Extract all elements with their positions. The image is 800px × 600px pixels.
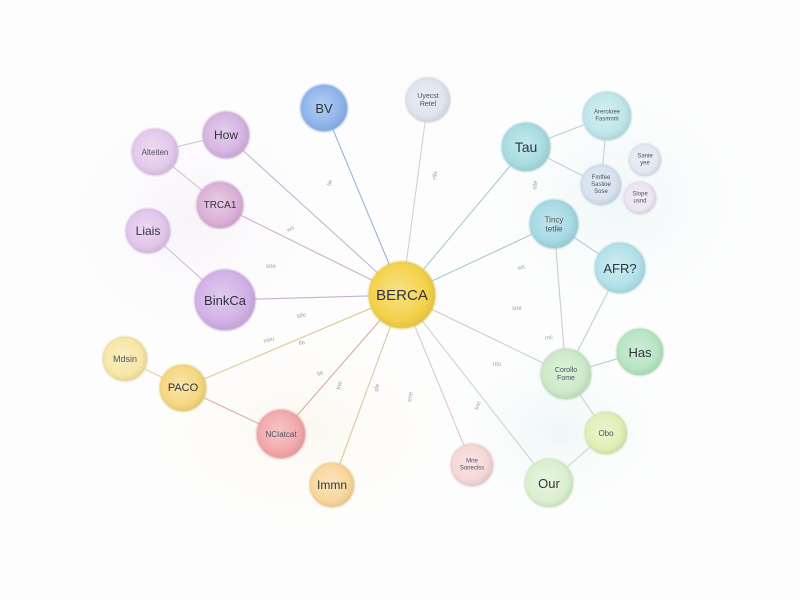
edge-label: rnc — [544, 335, 553, 342]
edge-labels-layer: ws lie rtfe sne stfe nsiu site ws sne lie tne sfe en… — [263, 170, 554, 411]
node-mdin[interactable]: Mdsin — [101, 335, 149, 383]
edge-label: sne — [266, 264, 276, 270]
node-label: BinkCa — [204, 293, 247, 308]
node-has[interactable]: Has — [615, 327, 665, 377]
node-circle — [300, 84, 348, 132]
node-circle — [623, 181, 657, 215]
background-wash — [40, 50, 790, 550]
node-trc[interactable]: TRCA1 — [195, 180, 245, 230]
node-circle — [529, 199, 579, 249]
node-label: How — [214, 128, 238, 142]
edge-label: stfe — [296, 312, 307, 320]
node-label: Liais — [136, 224, 161, 238]
edge-label: ws — [285, 225, 295, 234]
node-circle — [582, 91, 632, 141]
node-bv[interactable]: BV — [299, 83, 349, 133]
node-circle — [202, 111, 250, 159]
edge-label: site — [532, 179, 540, 190]
node-label: Immn — [317, 478, 347, 492]
node-label: BV — [315, 101, 333, 116]
node-circle — [580, 164, 622, 206]
edge-berca-our — [401, 294, 550, 484]
edge-berca-bv — [323, 107, 403, 296]
node-circle — [131, 128, 179, 176]
node-alt[interactable]: Alteiten — [130, 127, 180, 177]
node-bc[interactable]: BinkCa — [193, 268, 257, 332]
node-label: Has — [628, 345, 652, 360]
edge-label: nsiu — [263, 336, 275, 345]
node-afr[interactable]: AFR? — [593, 241, 647, 295]
node-how[interactable]: How — [201, 110, 251, 160]
node-circle — [196, 181, 244, 229]
node-circle — [584, 411, 628, 455]
edge-label: lie — [327, 179, 334, 187]
node-label: Our — [538, 476, 560, 491]
node-circle — [540, 348, 592, 400]
edge-label: sne — [512, 306, 522, 312]
node-label: TRCA1 — [204, 200, 237, 211]
edge-label: tle — [298, 340, 306, 347]
edge-label: tne — [336, 380, 344, 390]
edge-label: nlo — [493, 362, 502, 368]
edge-label: ene — [407, 391, 415, 403]
node-circle — [524, 458, 574, 508]
node-circle — [450, 443, 494, 487]
node-label: Mdsin — [113, 354, 137, 364]
node-berca[interactable]: BERCA — [367, 260, 437, 330]
node-circle — [256, 409, 306, 459]
node-label: AFR? — [603, 261, 636, 276]
node-circle — [594, 242, 646, 294]
edge-berca-imm — [331, 294, 403, 486]
node-label: Obo — [598, 429, 614, 438]
edge-label: rtfe — [432, 170, 440, 180]
node-paco[interactable]: PACO — [158, 363, 208, 413]
node-our[interactable]: Our — [523, 457, 575, 509]
edge-label: tne — [474, 400, 483, 411]
edge-berca-paco — [182, 294, 403, 389]
edge-berca-how — [225, 134, 403, 296]
edge-label: lie — [317, 370, 325, 378]
node-circle — [102, 336, 148, 382]
node-circle — [159, 364, 207, 412]
node-label: Tau — [515, 139, 538, 155]
node-tau[interactable]: Tau — [500, 121, 552, 173]
node-circle — [125, 208, 171, 254]
edge-berca-trc — [219, 204, 403, 296]
edge-label: ws — [516, 264, 526, 272]
node-circle — [309, 462, 355, 508]
node-label: BERCA — [376, 287, 428, 304]
node-label: NCIatcat — [265, 430, 297, 439]
node-lis[interactable]: Liais — [124, 207, 172, 255]
node-circle — [194, 269, 256, 331]
edge-label: sfe — [374, 383, 381, 393]
node-circle — [368, 261, 436, 329]
node-obo[interactable]: Obo — [583, 410, 629, 456]
node-label: PACO — [168, 382, 199, 394]
node-circle — [616, 328, 664, 376]
node-circle — [405, 77, 451, 123]
node-imm[interactable]: Immn — [308, 461, 356, 509]
node-circle — [501, 122, 551, 172]
node-nc[interactable]: NCIatcat — [255, 408, 307, 460]
node-circle — [628, 143, 662, 177]
node-label: Alteiten — [142, 148, 169, 157]
